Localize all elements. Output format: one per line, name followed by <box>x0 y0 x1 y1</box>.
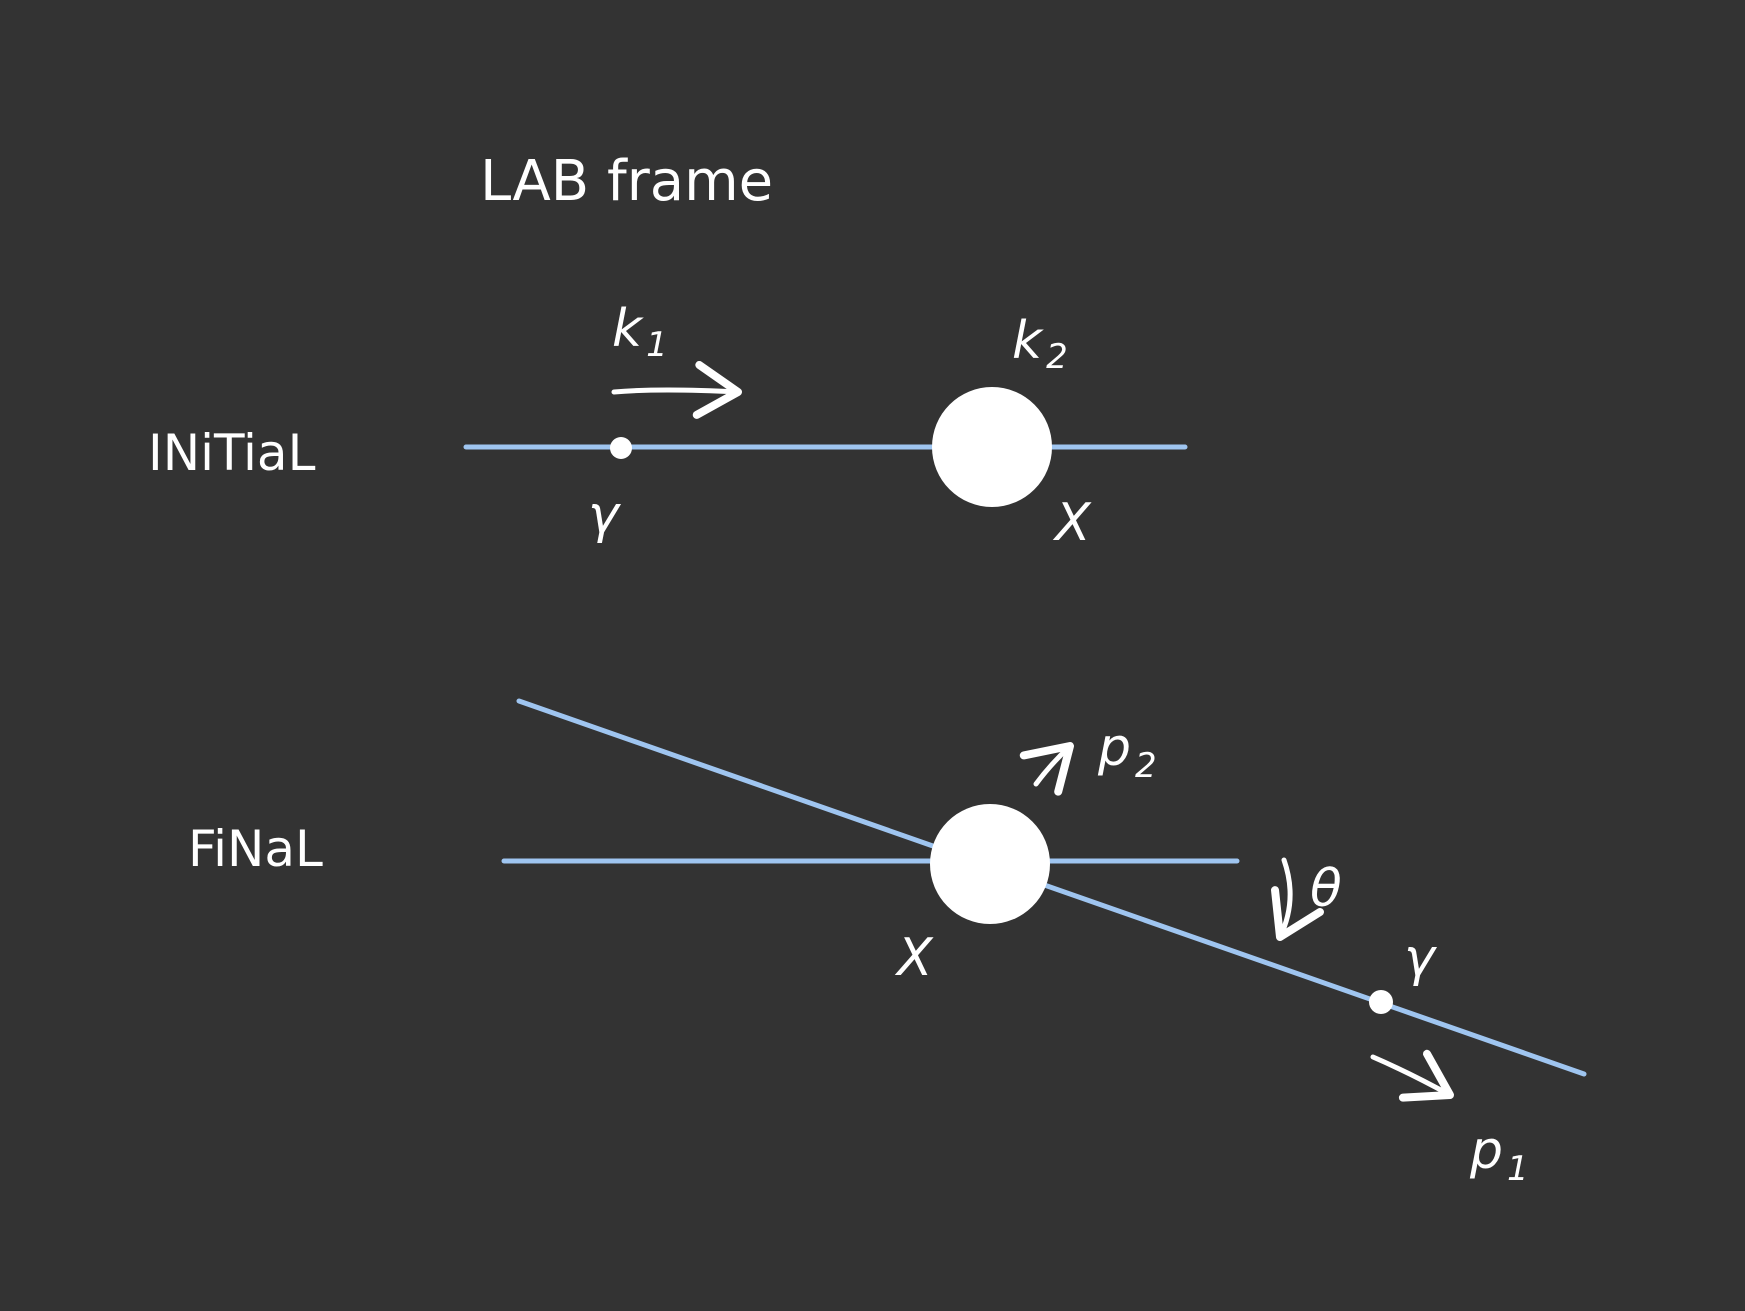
final-state-label: FiNaL <box>188 820 323 878</box>
initial-photon-momentum-arrow-icon <box>611 360 742 419</box>
final-target-symbol: X <box>894 928 934 988</box>
final-photon-momentum-arrow-icon <box>1370 1049 1454 1102</box>
scattering-angle-symbol: θ <box>1310 859 1342 919</box>
final-scatter-line <box>516 698 1587 1077</box>
page-title: LAB frame <box>480 149 773 214</box>
initial-photon-particle <box>610 437 632 459</box>
final-photon-symbol: γ <box>1404 928 1438 988</box>
final-target-particle <box>930 804 1050 924</box>
initial-state-label: INiTiaL <box>148 424 316 482</box>
final-target-momentum-arrow-icon <box>1019 742 1074 796</box>
final-photon-particle <box>1369 990 1393 1014</box>
initial-target-symbol: X <box>1052 493 1092 553</box>
initial-photon-symbol: γ <box>588 485 622 545</box>
initial-target-particle <box>932 387 1052 507</box>
scattering-angle-arc <box>1271 857 1324 941</box>
